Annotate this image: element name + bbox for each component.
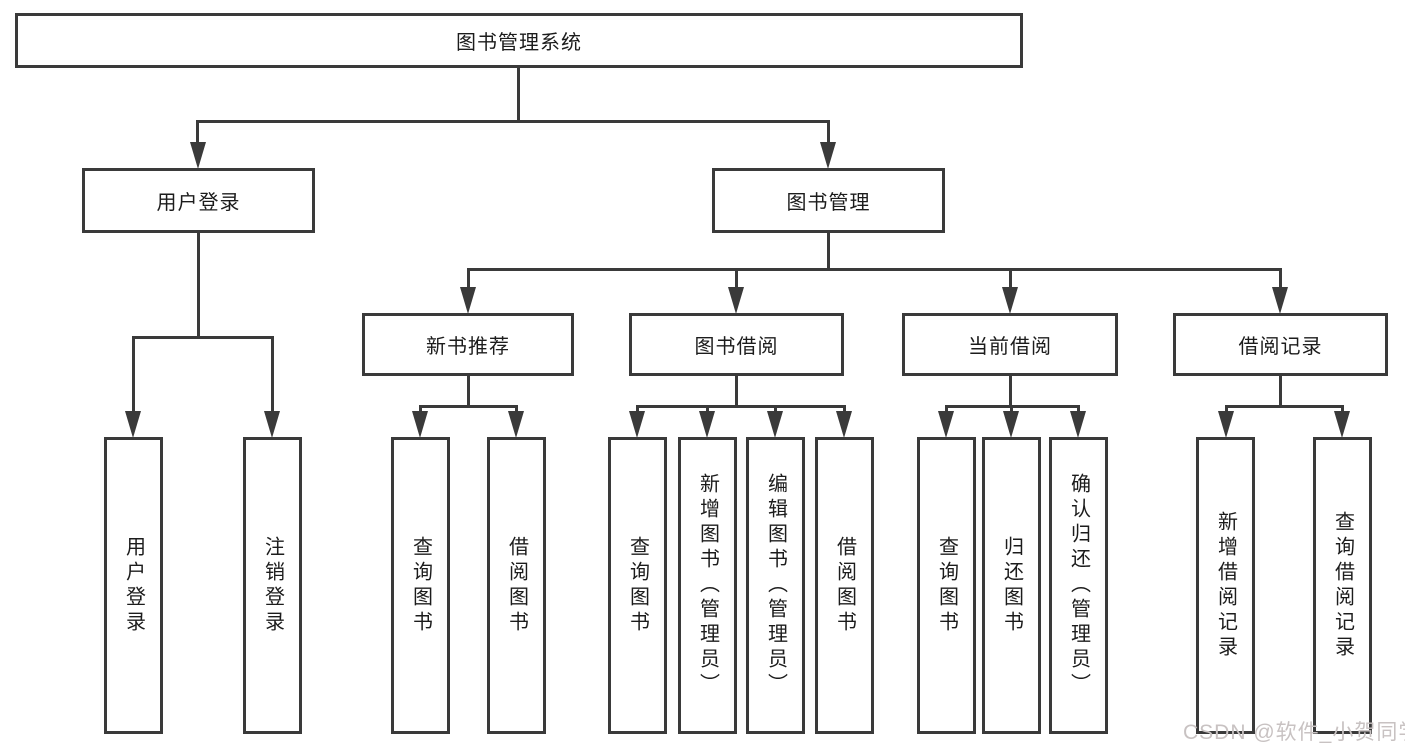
- arrowhead-icon: [938, 411, 954, 438]
- leaf-add-book-admin-label: 新增图书（管理员）: [696, 473, 719, 698]
- node-book-management: 图书管理: [712, 168, 945, 233]
- connector-line: [271, 336, 274, 414]
- leaf-add-borrow-record: 新增借阅记录: [1196, 437, 1255, 734]
- leaf-confirm-return-admin-label: 确认归还（管理员）: [1067, 473, 1090, 698]
- leaf-query-book-3-label: 查询图书: [935, 535, 958, 636]
- leaf-query-book-2-label: 查询图书: [626, 535, 649, 636]
- leaf-edit-book-admin-label: 编辑图书（管理员）: [764, 473, 787, 698]
- connector-line: [1009, 268, 1012, 290]
- leaf-query-borrow-record-label: 查询借阅记录: [1331, 510, 1354, 661]
- arrowhead-icon: [728, 287, 744, 314]
- root-node-label: 图书管理系统: [456, 32, 582, 54]
- connector-line: [1009, 376, 1012, 408]
- connector-line: [197, 233, 200, 339]
- connector-line: [735, 268, 738, 290]
- node-book-borrow-label: 图书借阅: [694, 336, 779, 358]
- connector-line: [1077, 405, 1080, 415]
- connector-line: [636, 405, 846, 408]
- connector-line: [1010, 405, 1013, 415]
- arrowhead-icon: [1334, 411, 1350, 438]
- arrowhead-icon: [1272, 287, 1288, 314]
- connector-line: [843, 405, 846, 415]
- csdn-watermark: CSDN @软件_小贺同学: [1183, 721, 1405, 744]
- connector-line: [196, 120, 199, 146]
- node-current-borrow: 当前借阅: [902, 313, 1118, 376]
- connector-line: [774, 405, 777, 415]
- connector-line: [827, 120, 830, 146]
- arrowhead-icon: [1070, 411, 1086, 438]
- connector-line: [196, 120, 830, 123]
- arrowhead-icon: [264, 411, 280, 438]
- leaf-borrow-book-2-label: 借阅图书: [833, 535, 856, 636]
- node-borrow-records-label: 借阅记录: [1238, 336, 1323, 358]
- arrowhead-icon: [767, 411, 783, 438]
- connector-line: [706, 405, 709, 415]
- leaf-add-book-admin: 新增图书（管理员）: [678, 437, 737, 734]
- arrowhead-icon: [820, 142, 836, 169]
- connector-line: [1225, 405, 1344, 408]
- connector-line: [636, 405, 639, 415]
- connector-line: [1279, 376, 1282, 408]
- leaf-borrow-book-1: 借阅图书: [487, 437, 546, 734]
- leaf-add-borrow-record-label: 新增借阅记录: [1214, 510, 1237, 661]
- connector-line: [132, 336, 274, 339]
- arrowhead-icon: [1002, 287, 1018, 314]
- connector-line: [515, 405, 518, 415]
- node-current-borrow-label: 当前借阅: [968, 336, 1052, 358]
- leaf-logout: 注销登录: [243, 437, 302, 734]
- leaf-user-login: 用户登录: [104, 437, 163, 734]
- leaf-query-book-2: 查询图书: [608, 437, 667, 734]
- leaf-query-borrow-record: 查询借阅记录: [1313, 437, 1372, 734]
- connector-line: [517, 68, 520, 122]
- leaf-borrow-book-1-label: 借阅图书: [505, 535, 528, 636]
- node-user-login: 用户登录: [82, 168, 315, 233]
- leaf-user-login-label: 用户登录: [122, 535, 145, 636]
- leaf-return-book-label: 归还图书: [1000, 535, 1023, 636]
- connector-line: [132, 336, 135, 414]
- arrowhead-icon: [190, 142, 206, 169]
- leaf-edit-book-admin: 编辑图书（管理员）: [746, 437, 805, 734]
- leaf-logout-label: 注销登录: [261, 535, 284, 636]
- arrowhead-icon: [699, 411, 715, 438]
- connector-line: [1279, 268, 1282, 290]
- connector-line: [827, 233, 830, 271]
- arrowhead-icon: [125, 411, 141, 438]
- connector-line: [419, 405, 422, 415]
- arrowhead-icon: [460, 287, 476, 314]
- arrowhead-icon: [1218, 411, 1234, 438]
- arrowhead-icon: [629, 411, 645, 438]
- arrowhead-icon: [836, 411, 852, 438]
- leaf-query-book-1: 查询图书: [391, 437, 450, 734]
- arrowhead-icon: [508, 411, 524, 438]
- leaf-borrow-book-2: 借阅图书: [815, 437, 874, 734]
- leaf-query-book-1-label: 查询图书: [409, 535, 432, 636]
- node-new-book-recommend-label: 新书推荐: [426, 336, 510, 358]
- node-user-login-label: 用户登录: [156, 192, 241, 214]
- connector-line: [419, 405, 518, 408]
- node-book-borrow: 图书借阅: [629, 313, 844, 376]
- connector-line: [945, 405, 948, 415]
- root-node-library-system: 图书管理系统: [15, 13, 1023, 68]
- connector-line: [1341, 405, 1344, 415]
- leaf-return-book: 归还图书: [982, 437, 1041, 734]
- connector-line: [735, 376, 738, 408]
- leaf-confirm-return-admin: 确认归还（管理员）: [1049, 437, 1108, 734]
- connector-line: [467, 268, 470, 290]
- connector-line: [467, 268, 1282, 271]
- connector-line: [1225, 405, 1228, 415]
- arrowhead-icon: [412, 411, 428, 438]
- connector-line: [467, 376, 470, 408]
- node-book-management-label: 图书管理: [786, 192, 871, 214]
- arrowhead-icon: [1003, 411, 1019, 438]
- node-borrow-records: 借阅记录: [1173, 313, 1388, 376]
- leaf-query-book-3: 查询图书: [917, 437, 976, 734]
- node-new-book-recommend: 新书推荐: [362, 313, 574, 376]
